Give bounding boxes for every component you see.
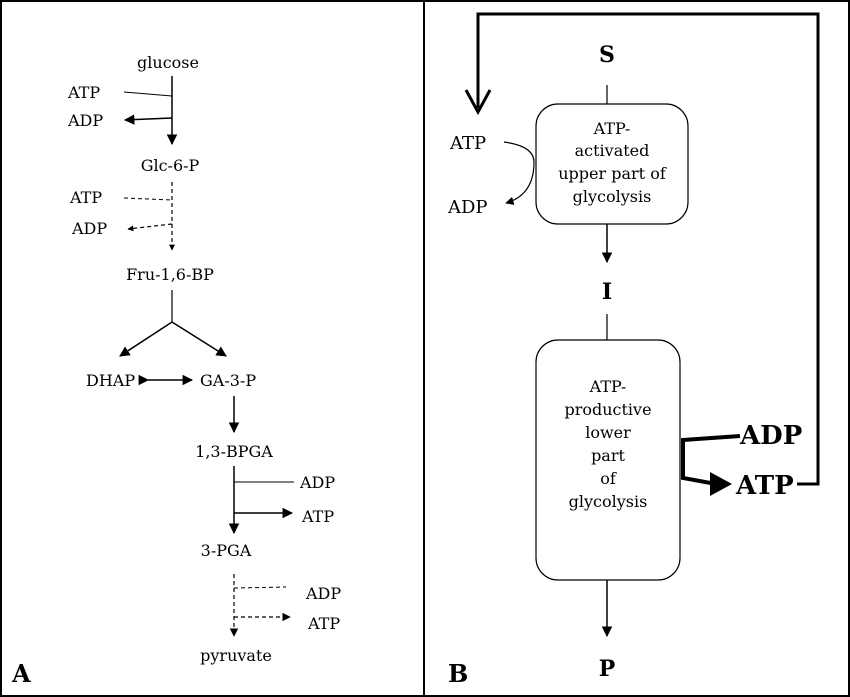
fbp-label: Fru-1,6-BP (126, 265, 214, 284)
ga3p-label: GA-3-P (200, 371, 256, 390)
lower-glycolysis-box (535, 339, 681, 581)
lower-box-line-5: of (600, 469, 617, 488)
atp1-line (123, 91, 173, 97)
adp-out-label: ADP (447, 197, 488, 218)
adp2-arrow (127, 223, 173, 232)
atp2-label: ATP (69, 188, 102, 207)
atp-out-label: ATP (735, 471, 794, 501)
substrate-s-label: S (599, 42, 615, 68)
upper-box-line-3: upper part of (558, 164, 667, 183)
feedback-loop-line (476, 12, 820, 486)
lower-box-line-4: part (591, 446, 625, 465)
upper-box-line-4: glycolysis (573, 187, 652, 206)
panel-b: S ATP- activated upper part of glycolysi… (447, 12, 820, 688)
bpga-label: 1,3-BPGA (195, 442, 273, 461)
atp-in-label: ATP (449, 133, 486, 154)
lower-box-line-1: ATP- (589, 377, 627, 396)
upper-box-line-1: ATP- (593, 119, 631, 138)
adp1-label: ADP (67, 111, 103, 130)
product-p-label: P (599, 656, 616, 682)
upper-glycolysis-box (535, 103, 689, 225)
pyruvate-label: pyruvate (200, 646, 272, 665)
adp-in-label: ADP (739, 421, 802, 451)
lower-box-line-2: productive (564, 400, 651, 419)
adp-atp-production-line (681, 434, 741, 486)
upper-box-line-2: activated (575, 141, 650, 160)
lower-box-line-6: glycolysis (569, 492, 648, 511)
atp1-label: ATP (67, 83, 100, 102)
adp2-label: ADP (71, 219, 107, 238)
arrow-to-dhap (119, 321, 173, 357)
panel-a: glucose ATP ADP Glc-6-P ATP ADP Fru-1,6-… (11, 53, 341, 688)
pga-label: 3-PGA (201, 541, 252, 560)
adp3-label: ADP (299, 473, 335, 492)
atp2-line (123, 197, 173, 201)
adp1-arrow (123, 114, 173, 125)
atp4-label: ATP (307, 614, 340, 633)
intermediate-i-label: I (602, 279, 612, 305)
adp4-line (233, 586, 287, 589)
g6p-label: Glc-6-P (141, 156, 200, 175)
feedback-arrowhead (464, 89, 492, 116)
lower-box-line-3: lower (585, 423, 631, 442)
arrow-to-ga3p (171, 321, 227, 357)
atp3-label: ATP (301, 507, 334, 526)
adp-atp-arrowhead (710, 472, 732, 496)
atp-adp-consumption-arrow (503, 141, 535, 205)
panel-b-letter: B (448, 659, 468, 688)
adp4-label: ADP (305, 584, 341, 603)
panel-a-letter: A (11, 659, 31, 688)
dhap-label: DHAP (86, 371, 135, 390)
glucose-label: glucose (137, 53, 199, 72)
